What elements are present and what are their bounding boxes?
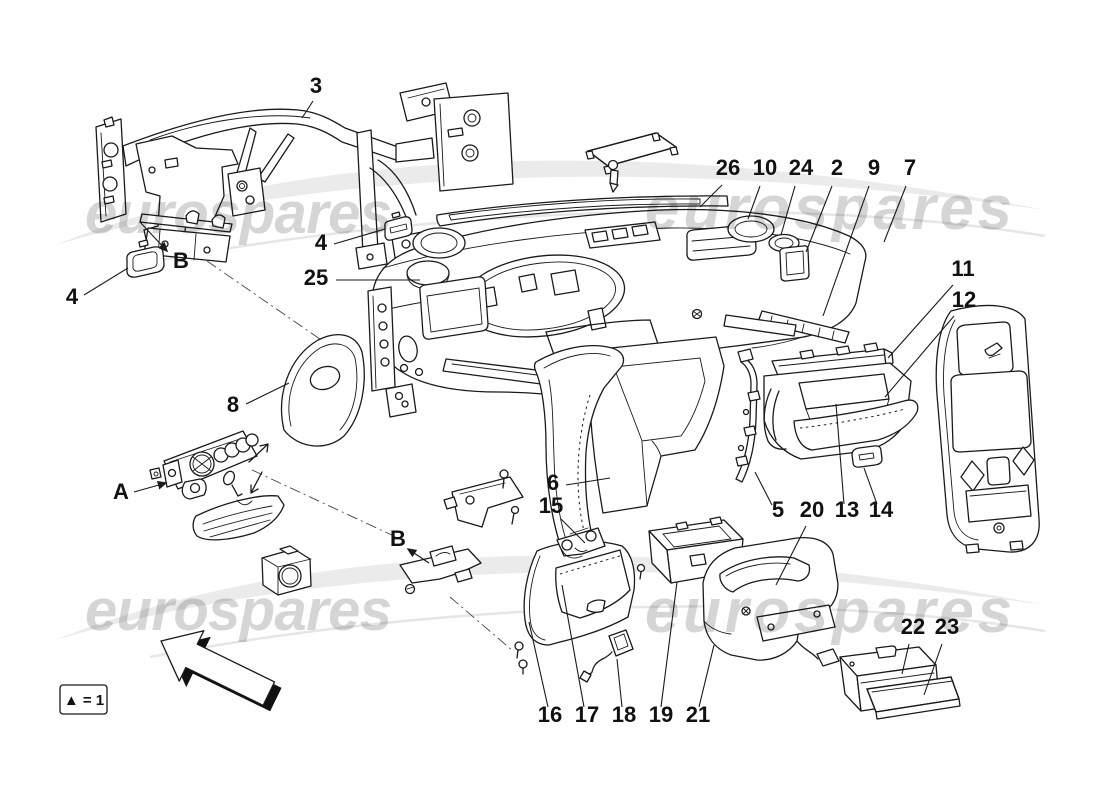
direction-arrow — [160, 630, 282, 712]
callout-leader-5 — [754, 471, 773, 506]
watermark-text: eurospares — [85, 578, 391, 643]
connector-sensor — [579, 629, 634, 683]
callout-leader-9 — [822, 185, 870, 317]
callout-leader-21 — [698, 644, 715, 708]
callout-label-10[interactable]: 10 — [753, 155, 777, 180]
construction-centerlines — [206, 260, 514, 652]
callout-label-A[interactable]: A — [113, 479, 129, 504]
callout-leader-B — [406, 548, 430, 564]
callout-label-9[interactable]: 9 — [868, 155, 880, 180]
callout-label-18[interactable]: 18 — [612, 702, 636, 727]
callout-leader-24 — [780, 185, 796, 236]
callout-label-16[interactable]: 16 — [538, 702, 562, 727]
callout-leader-3 — [301, 100, 314, 119]
callout-label-14[interactable]: 14 — [869, 497, 894, 522]
callout-leader-23 — [923, 643, 943, 696]
callout-leader-13 — [835, 403, 845, 505]
fastener-clip-left — [126, 239, 165, 278]
callout-leader-A — [133, 480, 168, 493]
callout-label-4[interactable]: 4 — [315, 230, 328, 255]
dashboard-body — [371, 208, 867, 415]
callout-label-11[interactable]: 11 — [951, 256, 974, 281]
under-dash-cover — [702, 536, 851, 670]
callout-label-8[interactable]: 8 — [227, 392, 239, 417]
callout-label-19[interactable]: 19 — [649, 702, 673, 727]
glovebox-assembly — [763, 342, 919, 468]
wiring-harness — [735, 348, 761, 483]
instrument-cluster — [149, 430, 269, 500]
callout-label-3[interactable]: 3 — [310, 73, 322, 98]
callout-leader-26 — [699, 184, 723, 208]
callout-label-13[interactable]: 13 — [835, 497, 859, 522]
side-end-panel — [280, 334, 365, 447]
glovebox-lid-assembly — [514, 527, 636, 675]
callout-label-26[interactable]: 26 — [716, 155, 740, 180]
callout-leader-14 — [863, 467, 878, 505]
callout-label-7[interactable]: 7 — [904, 155, 916, 180]
callout-leader-18 — [616, 658, 623, 708]
mounting-box — [636, 516, 744, 584]
callout-label-6[interactable]: 6 — [547, 470, 559, 495]
callout-label-25[interactable]: 25 — [304, 265, 328, 290]
wood-trim — [192, 495, 285, 541]
callout-leader-8 — [245, 382, 290, 405]
callout-leader-7 — [883, 185, 907, 243]
watermark-layer: eurospares eurospares eurospares eurospa… — [85, 174, 1013, 646]
callout-label-5[interactable]: 5 — [772, 497, 784, 522]
callout-label-15[interactable]: 15 — [539, 493, 563, 518]
callout-leader-10 — [747, 185, 761, 220]
callout-label-B[interactable]: B — [173, 248, 189, 273]
watermark-text: eurospares — [85, 181, 391, 246]
center-tunnel — [589, 336, 725, 514]
callout-leader-2 — [805, 185, 833, 253]
callout-leader-15 — [560, 518, 586, 544]
callout-leader-B — [139, 221, 169, 253]
mounting-bracket-b — [399, 545, 482, 595]
callout-leader-17 — [561, 584, 585, 708]
callout-leader-19 — [660, 581, 678, 708]
latch-assembly — [443, 469, 524, 528]
callout-leader-12 — [884, 315, 955, 398]
fastener-clip-mid — [384, 211, 413, 241]
callout-label-12[interactable]: 12 — [952, 287, 976, 312]
callout-label-20[interactable]: 20 — [800, 497, 824, 522]
callout-label-2[interactable]: 2 — [831, 155, 843, 180]
callout-label-24[interactable]: 24 — [789, 155, 814, 180]
callout-label-23[interactable]: 23 — [935, 614, 959, 639]
callout-label-B[interactable]: B — [390, 526, 406, 551]
callout-leader-20 — [775, 525, 807, 586]
switch-block — [261, 545, 312, 596]
artwork: ▲ = 1 — [59, 82, 1040, 720]
callout-label-22[interactable]: 22 — [901, 614, 925, 639]
callout-label-21[interactable]: 21 — [686, 702, 710, 727]
dashboard-support-frame — [95, 82, 514, 270]
callout-leader-11 — [887, 284, 954, 359]
callout-leader-4 — [333, 228, 386, 245]
callout-label-4[interactable]: 4 — [66, 284, 79, 309]
dashboard-side-plate — [367, 286, 417, 418]
defroster-strip — [436, 195, 729, 227]
callout-leader-22 — [901, 643, 910, 675]
callout-leader-6 — [565, 477, 611, 486]
console-side-panel — [935, 304, 1040, 554]
legend-label: ▲ = 1 — [64, 692, 104, 709]
ashtray-slide-tray — [866, 676, 961, 720]
callout-leader-16 — [528, 621, 549, 708]
speaker-grille — [585, 132, 679, 193]
legend-box: ▲ = 1 — [59, 684, 108, 715]
callout-label-17[interactable]: 17 — [575, 702, 599, 727]
callout-leader-4 — [83, 267, 129, 296]
